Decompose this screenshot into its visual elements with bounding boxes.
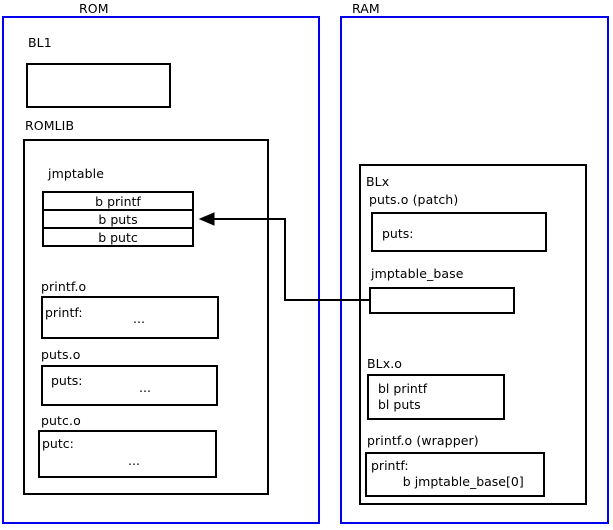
puts-patch-symbol: puts:: [382, 226, 414, 241]
jmptable-row-0-text: b printf: [95, 194, 141, 209]
putc-o-label: putc.o: [41, 413, 81, 428]
printf-o-symbol: printf:: [45, 305, 83, 320]
putc-o-symbol: putc:: [42, 436, 74, 451]
ram-region: [340, 16, 609, 524]
blx-o-line-0: bl printf: [378, 381, 428, 396]
puts-o-ellipsis: ...: [139, 380, 151, 395]
printf-wrapper-label: printf.o (wrapper): [367, 433, 479, 448]
jmptable-label: jmptable: [48, 166, 105, 181]
romlib-label: ROMLIB: [25, 118, 75, 133]
bl1-box: [26, 63, 171, 108]
blx-label: BLx: [366, 174, 390, 189]
jmptable-row-2: b putc: [42, 227, 194, 247]
printf-o-label: printf.o: [41, 279, 87, 294]
puts-o-box: puts: ...: [41, 365, 218, 406]
ram-region-label: RAM: [352, 1, 380, 16]
jmptable-base-to-b-puts-line: [208, 218, 369, 301]
jmptable-row-2-text: b putc: [98, 230, 138, 245]
puts-o-symbol: puts:: [51, 373, 83, 388]
rom-region-label: ROM: [79, 1, 109, 16]
jmptable-row-1-text: b puts: [98, 212, 138, 227]
printf-wrapper-line-1: b jmptable_base[0]: [371, 474, 524, 489]
puts-patch-label: puts.o (patch): [369, 192, 459, 207]
printf-o-box: printf: ...: [41, 296, 219, 339]
jmptable-base-to-b-puts-arrowhead: [198, 212, 215, 226]
printf-wrapper-box: printf: b jmptable_base[0]: [365, 452, 545, 497]
jmptable-base-box: [369, 287, 515, 314]
blx-o-box: bl printf bl puts: [367, 374, 505, 420]
blx-o-label: BLx.o: [367, 356, 403, 371]
putc-o-box: putc: ...: [38, 430, 217, 478]
jmptable-base-label: jmptable_base: [371, 266, 464, 281]
puts-patch-box: puts:: [371, 212, 547, 252]
printf-o-ellipsis: ...: [133, 311, 145, 326]
printf-wrapper-line-0: printf:: [371, 458, 409, 473]
rom-region: [2, 16, 320, 524]
puts-o-label: puts.o: [41, 347, 81, 362]
blx-o-line-1: bl puts: [378, 397, 421, 412]
bl1-label: BL1: [28, 35, 52, 50]
putc-o-ellipsis: ...: [128, 453, 140, 468]
